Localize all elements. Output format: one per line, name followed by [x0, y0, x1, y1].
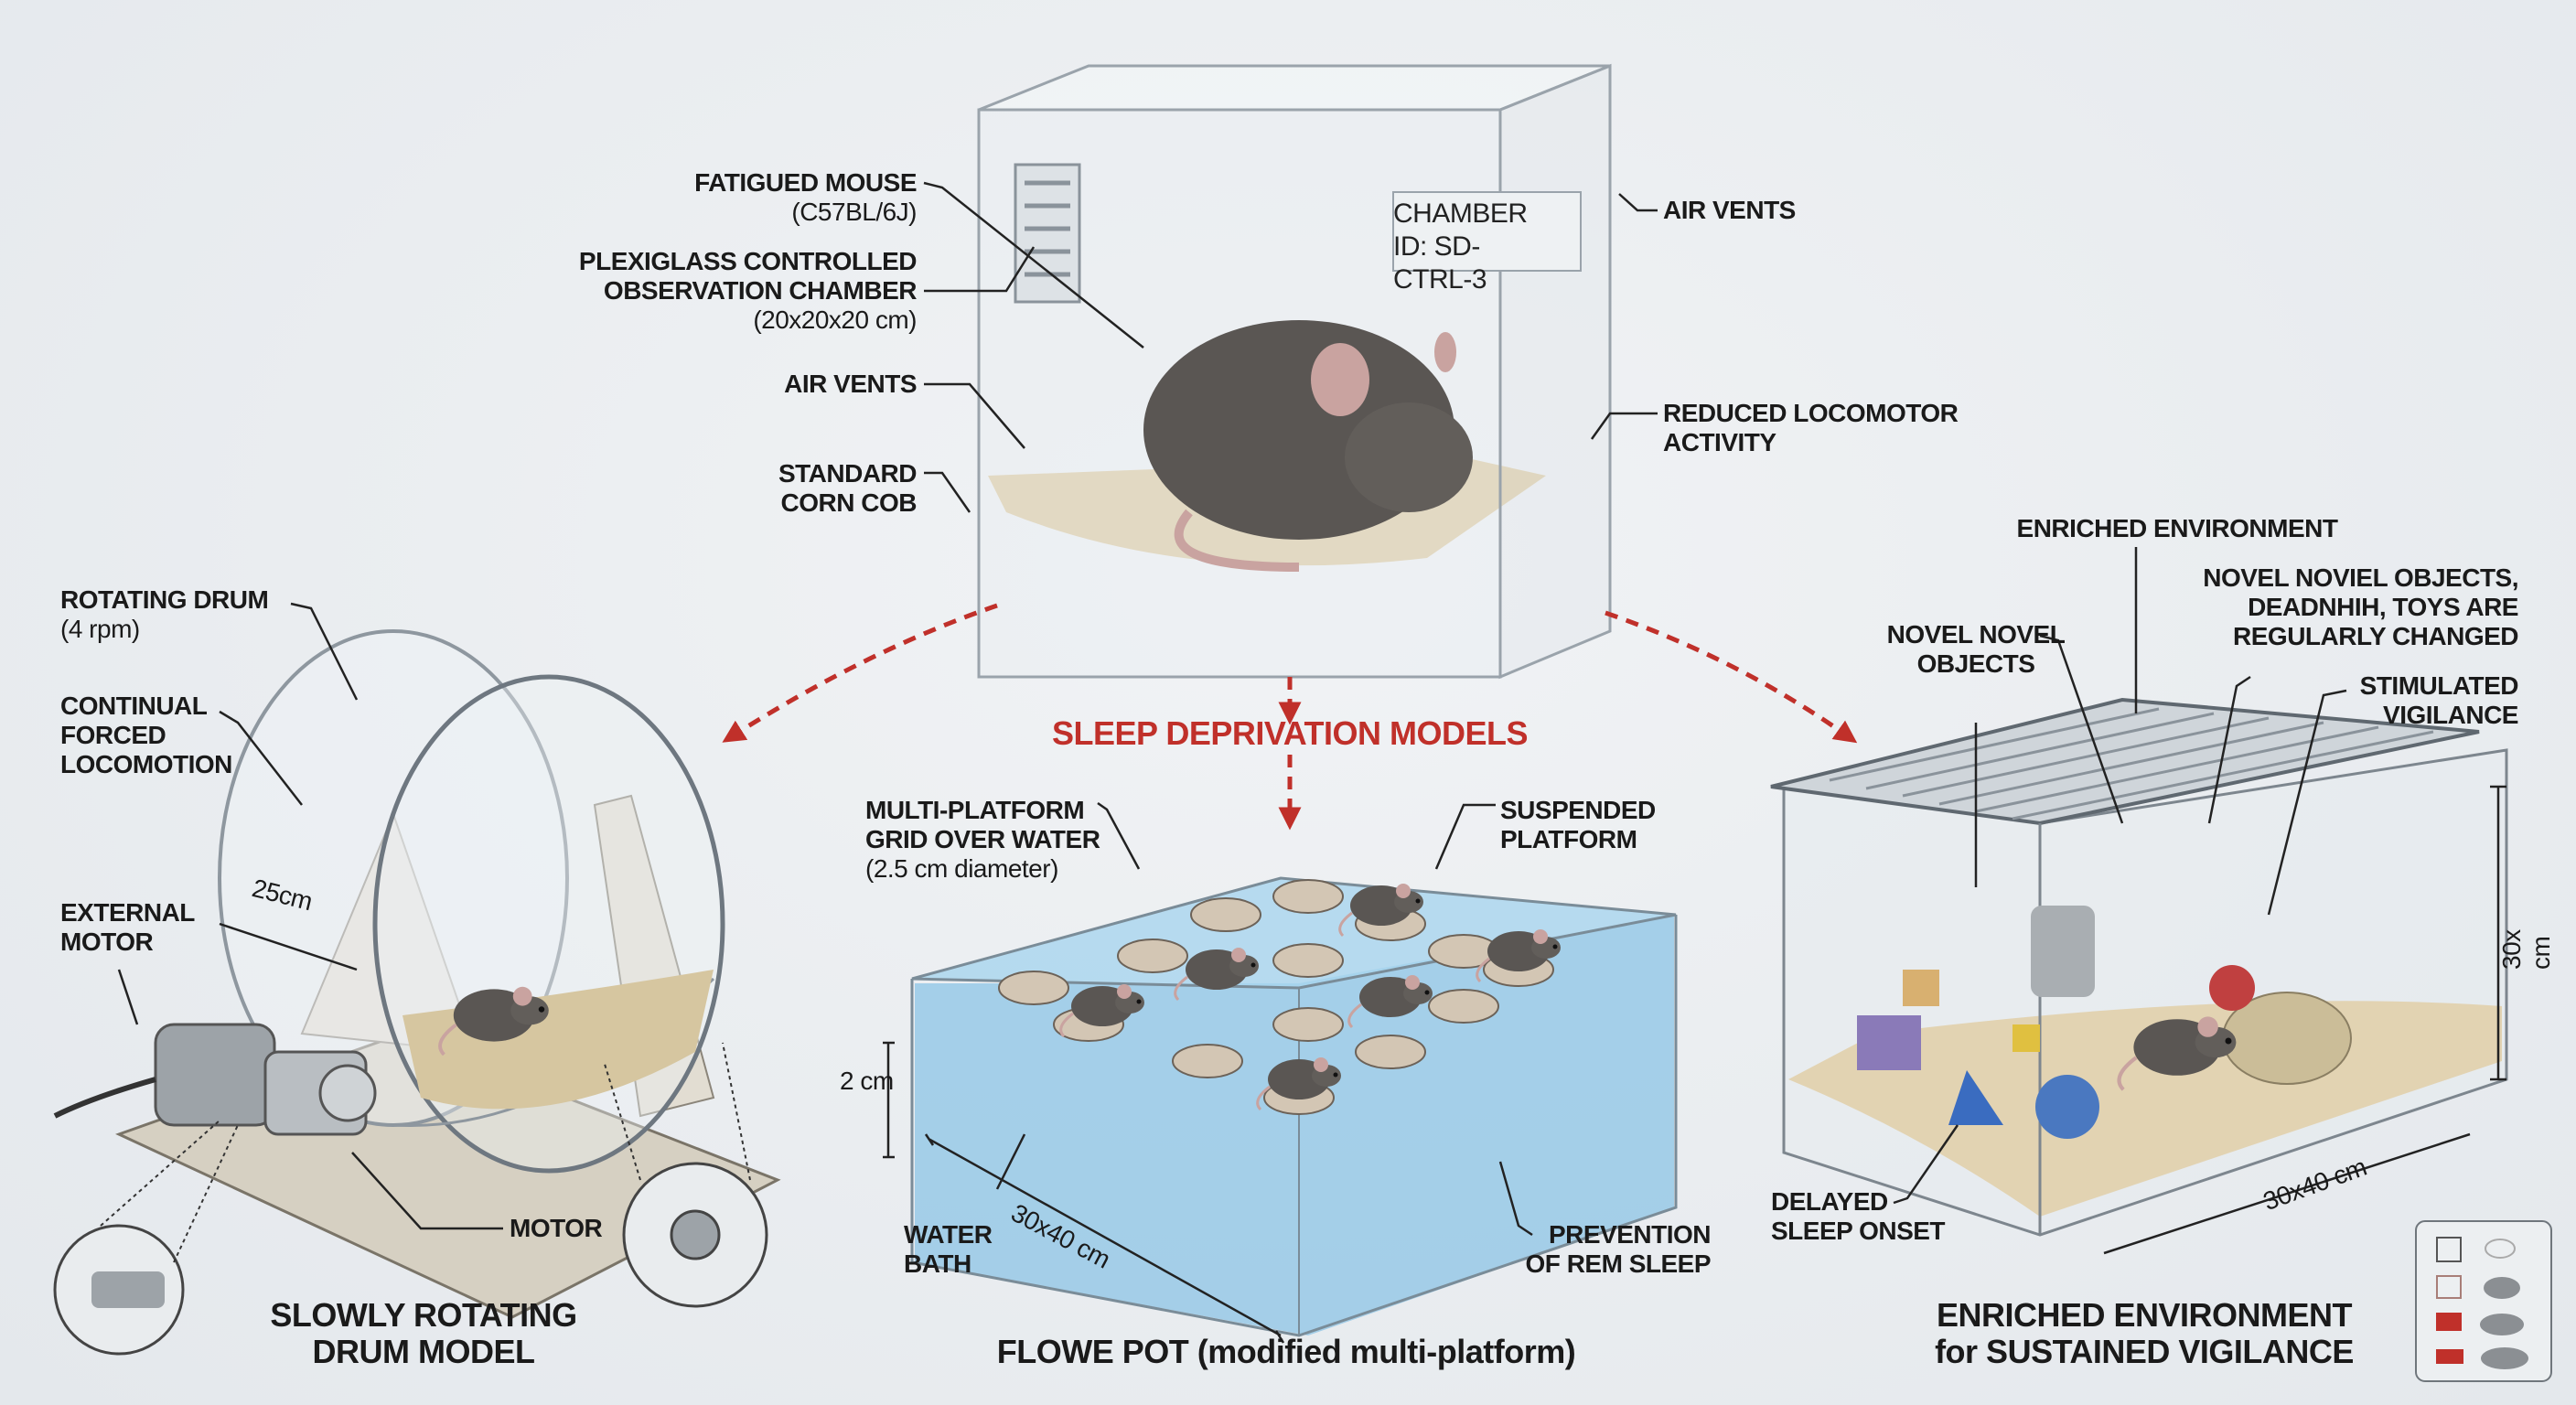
label-chamber-text: PLEXIGLASS CONTROLLED OBSERVATION CHAMBE…: [578, 247, 918, 305]
label-grid-text: MULTI-PLATFORM GRID OVER WATER: [865, 796, 1100, 853]
label-multi-platform-grid: MULTI-PLATFORM GRID OVER WATER(2.5 cm di…: [865, 796, 1100, 884]
chamber-tag-line1: CHAMBER: [1393, 198, 1528, 229]
label-mouse-strain: (C57BL/6J): [791, 198, 917, 226]
label-water-bath: WATER BATH: [904, 1220, 993, 1278]
label-drum-text: ROTATING DRUM: [60, 585, 269, 614]
label-objects-changed: NOVEL NOVIEL OBJECTS, DEADNHIH, TOYS ARE…: [2203, 563, 2518, 650]
label-grid-size: (2.5 cm diameter): [865, 854, 1058, 883]
label-drum-speed: (4 rpm): [60, 615, 140, 643]
flower-pot-title: FLOWE POT (modified multi-platform): [996, 1333, 1576, 1370]
label-mouse-text: FATIGUED MOUSE: [694, 168, 917, 197]
label-cage-height: 30x cm: [2497, 929, 2555, 970]
enriched-title: ENRICHED ENVIRONMENT for SUSTAINED VIGIL…: [1935, 1296, 2354, 1370]
enriched-cage: [1770, 547, 2508, 1255]
label-motor: MOTOR: [510, 1214, 603, 1242]
flower-pot-tank: [883, 801, 1678, 1344]
label-air-vents-right: AIR VENTS: [1663, 196, 1796, 224]
label-delayed-sleep-onset: DELAYED SLEEP ONSET: [1771, 1187, 1946, 1245]
wire-lid: [1770, 697, 2480, 826]
legend-box: [2415, 1220, 2552, 1382]
chamber-tag-line2: ID: SD-CTRL-3: [1393, 231, 1487, 295]
label-suspended-platform: SUSPENDED PLATFORM: [1500, 796, 1656, 853]
label-rem-prevention: PREVENTION OF REM SLEEP: [1525, 1220, 1712, 1278]
label-rotating-drum: ROTATING DRUM(4 rpm): [60, 585, 269, 644]
label-forced-locomotion: CONTINUAL FORCED LOCOMOTION: [60, 692, 232, 778]
label-chamber-size: (20x20x20 cm): [753, 306, 917, 334]
label-enriched-environment: ENRICHED ENVIRONMENT: [2016, 514, 2338, 542]
label-water-depth: 2 cm: [840, 1067, 894, 1095]
air-vent-left: [1014, 163, 1081, 304]
label-novel-objects: NOVEL NOVEL OBJECTS: [1886, 620, 2066, 678]
control-chamber: [977, 63, 1612, 680]
rotating-drum-model: [53, 629, 781, 1356]
label-stimulated-vigilance: STIMULATED VIGILANCE: [2359, 671, 2519, 729]
center-title: SLEEP DEPRIVATION MODELS: [1051, 714, 1529, 752]
label-observation-chamber: PLEXIGLASS CONTROLLED OBSERVATION CHAMBE…: [578, 247, 918, 335]
label-reduced-locomotor: REDUCED LOCOMOTOR ACTIVITY: [1663, 399, 1959, 456]
label-corn-cob-bedding: STANDARD CORN COB: [778, 459, 918, 517]
drum-model-title: SLOWLY ROTATING DRUM MODEL: [270, 1296, 577, 1370]
label-air-vents-left: AIR VENTS: [784, 370, 917, 398]
label-external-motor: EXTERNAL MOTOR: [60, 898, 195, 956]
external-motor-shape: [53, 1023, 377, 1136]
label-fatigued-mouse: FATIGUED MOUSE(C57BL/6J): [694, 168, 917, 227]
